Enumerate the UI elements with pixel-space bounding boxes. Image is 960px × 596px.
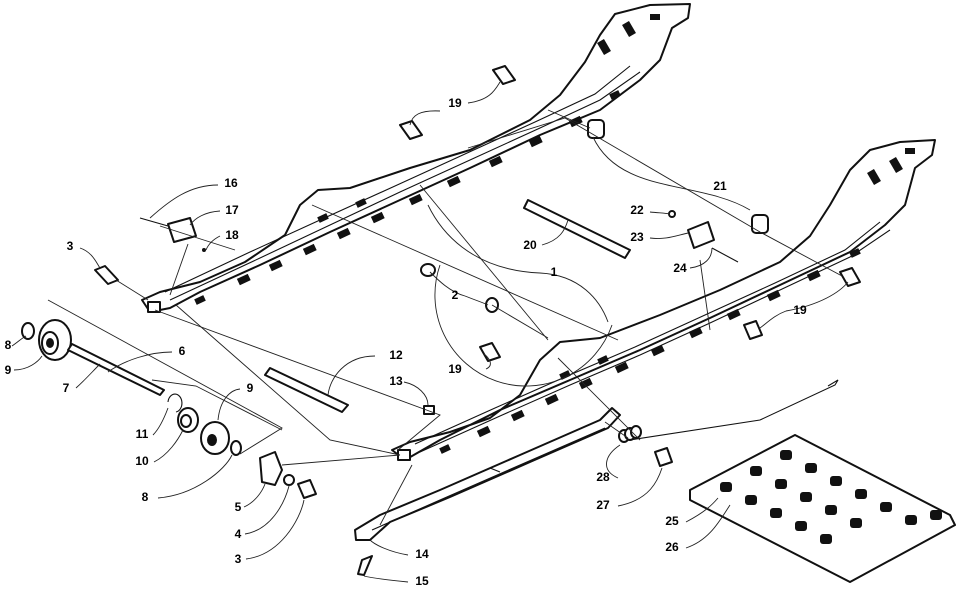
callout-7: 7 — [63, 381, 70, 395]
callout-9-left: 9 — [5, 363, 12, 377]
washer-2-upper — [420, 263, 436, 277]
spacer-21-lower — [751, 214, 769, 234]
lower-slide-rail — [391, 139, 936, 461]
clip-13 — [423, 405, 435, 415]
screw-15 — [357, 555, 373, 576]
callout-3-upper: 3 — [67, 239, 74, 253]
callout-19-top: 19 — [448, 96, 462, 110]
snap-ring-8-upper — [21, 322, 35, 340]
callout-22: 22 — [630, 203, 644, 217]
spring-rod — [629, 379, 839, 441]
callout-14: 14 — [415, 547, 429, 561]
callout-6: 6 — [179, 344, 186, 358]
callout-23: 23 — [630, 230, 644, 244]
bolt-19-b — [399, 120, 423, 140]
callout-8-lower: 8 — [142, 490, 149, 504]
bolt-19-e — [839, 267, 861, 287]
callout-2: 2 — [452, 288, 459, 302]
callout-16: 16 — [224, 176, 238, 190]
callout-3-lower: 3 — [235, 552, 242, 566]
snap-ring-8-lower — [230, 440, 242, 456]
end-cap-5 — [259, 451, 283, 486]
nut-18 — [202, 248, 206, 252]
spacer-21-upper — [587, 119, 605, 139]
callout-26: 26 — [665, 540, 679, 554]
pin-16 — [139, 217, 169, 227]
bolt-3-lower — [297, 479, 317, 499]
callout-28: 28 — [596, 470, 610, 484]
callout-27: 27 — [596, 498, 610, 512]
rear-axle-assembly — [21, 299, 283, 456]
cross-shaft-20 — [523, 199, 631, 259]
callout-20: 20 — [523, 238, 537, 252]
callout-13: 13 — [389, 374, 403, 388]
bolt-19-a — [492, 65, 516, 85]
callout-25: 25 — [665, 514, 679, 528]
bolt-27 — [654, 447, 673, 467]
washer-4 — [283, 474, 295, 486]
callout-19-right: 19 — [793, 303, 807, 317]
callout-17: 17 — [225, 203, 239, 217]
track-mat-25-26 — [689, 434, 956, 583]
callout-4: 4 — [235, 527, 242, 541]
callout-21: 21 — [713, 179, 727, 193]
callout-10: 10 — [135, 454, 149, 468]
callout-15: 15 — [415, 574, 429, 588]
lower-rail-cutouts — [439, 148, 915, 454]
bolt-19-d — [743, 320, 763, 340]
callout-19-mid: 19 — [448, 362, 462, 376]
pin-24 — [711, 247, 739, 263]
snap-ring-11 — [167, 393, 183, 413]
bolt-19-c — [479, 342, 501, 362]
callout-8-upper: 8 — [5, 338, 12, 352]
callout-labels: 19 21 16 17 18 3 22 23 20 24 1 2 19 8 9 — [5, 81, 849, 588]
bumper-23 — [687, 221, 715, 249]
rear-axle-7 — [67, 343, 165, 396]
wear-strip — [354, 407, 621, 541]
callout-1: 1 — [551, 265, 558, 279]
callout-5: 5 — [235, 500, 242, 514]
leader-lines — [115, 109, 843, 526]
bolt-3-upper — [94, 265, 119, 285]
upper-rail-tip — [147, 301, 161, 313]
callout-18: 18 — [225, 228, 239, 242]
callout-12: 12 — [389, 348, 403, 362]
callout-11: 11 — [136, 427, 149, 441]
callout-9-right: 9 — [247, 381, 254, 395]
callout-24: 24 — [673, 261, 687, 275]
bumper-17 — [167, 217, 197, 243]
spacer-axle-12 — [264, 367, 349, 413]
upper-slide-rail — [141, 3, 691, 313]
